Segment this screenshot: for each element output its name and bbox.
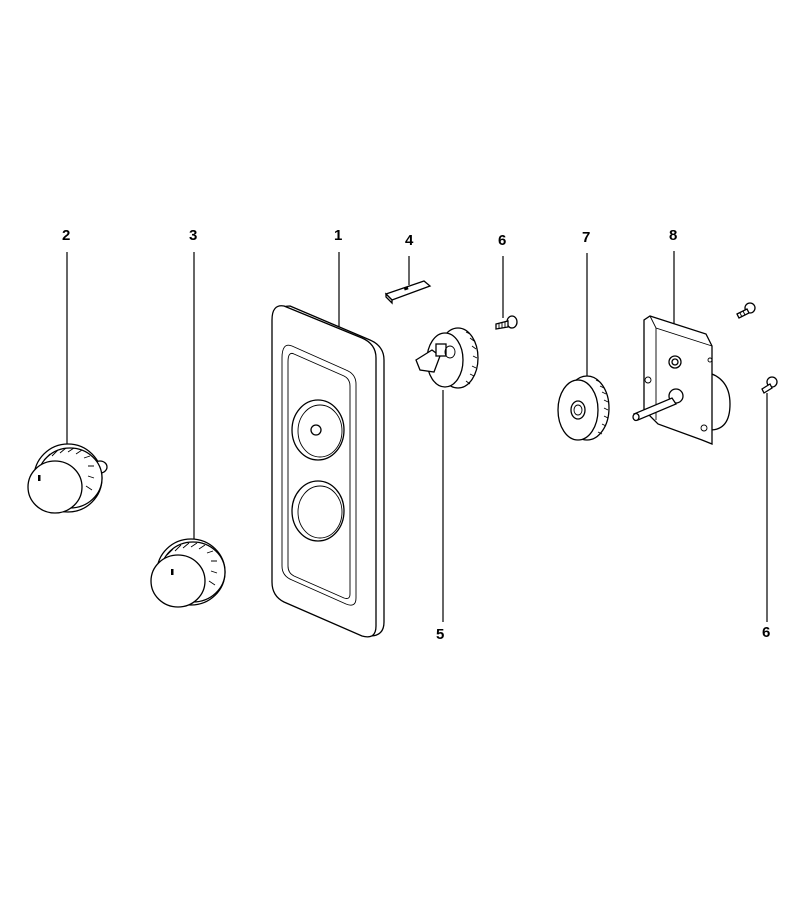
control-panel-part-1 bbox=[271, 305, 385, 638]
callout-3: 3 bbox=[189, 227, 197, 244]
callout-7: 7 bbox=[582, 229, 590, 246]
callout-8: 8 bbox=[669, 227, 677, 244]
callout-6-top: 6 bbox=[498, 232, 506, 249]
callout-5: 5 bbox=[436, 626, 444, 643]
leader-lines bbox=[66, 251, 768, 622]
gear-part-7 bbox=[557, 375, 610, 441]
knob-part-3 bbox=[150, 538, 226, 608]
switch-part-5 bbox=[415, 327, 479, 389]
knob-part-2 bbox=[27, 443, 108, 514]
motor-assembly-part-8 bbox=[632, 315, 731, 445]
screw-part-6-lower-right bbox=[761, 376, 778, 394]
callout-6-bottom: 6 bbox=[762, 624, 770, 641]
callout-4: 4 bbox=[405, 232, 414, 249]
callout-1: 1 bbox=[334, 227, 342, 244]
screw-part-6-upper-right bbox=[736, 302, 756, 319]
screw-part-6-top bbox=[495, 315, 518, 330]
bracket-part-4 bbox=[384, 280, 432, 305]
callout-2: 2 bbox=[62, 227, 70, 244]
